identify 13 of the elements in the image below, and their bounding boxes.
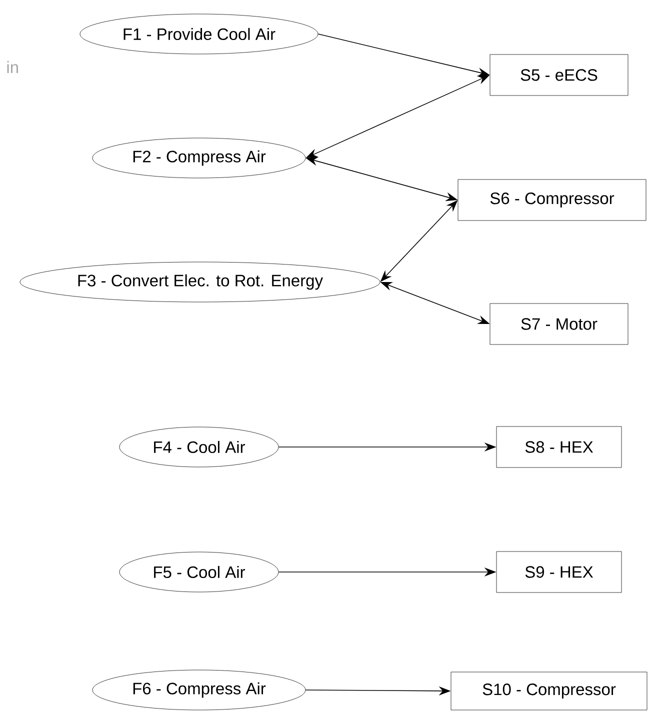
ellipse-node: F1 - Provide Cool Air: [80, 14, 318, 54]
ellipse-node: F4 - Cool Air: [119, 426, 279, 468]
side-label: in: [7, 61, 18, 73]
box-node: S5 - eECS: [490, 54, 628, 96]
ellipse-node: F6 - Compress Air: [92, 670, 306, 710]
box-node: S7 - Motor: [490, 303, 628, 345]
ellipse-node: F3 - Convert Elec. to Rot. Energy: [20, 262, 380, 302]
box-node: S10 - Compressor: [450, 672, 648, 710]
box-node: S9 - HEX: [496, 551, 622, 593]
box-node: S8 - HEX: [496, 426, 622, 468]
ellipse-node: F5 - Cool Air: [119, 552, 279, 592]
box-node: S6 - Compressor: [458, 179, 646, 221]
ellipse-node: F2 - Compress Air: [92, 138, 306, 178]
